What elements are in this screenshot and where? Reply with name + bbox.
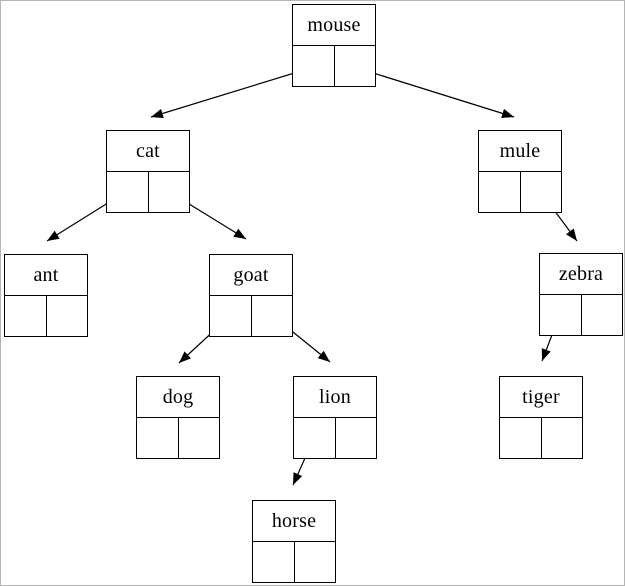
tree-node-goat: goat bbox=[209, 254, 293, 337]
right-pointer-cell-lion bbox=[334, 418, 377, 458]
right-pointer-cell-cat bbox=[147, 172, 190, 212]
right-pointer-cell-mouse bbox=[333, 46, 376, 86]
node-label-mouse: mouse bbox=[293, 5, 375, 46]
node-label-ant: ant bbox=[5, 255, 87, 296]
tree-node-zebra: zebra bbox=[539, 253, 623, 336]
edge-mouse-left-to-cat bbox=[150, 66, 315, 119]
left-pointer-cell-mule bbox=[479, 172, 520, 212]
left-pointer-cell-horse bbox=[253, 542, 294, 582]
tree-node-dog: dog bbox=[136, 376, 220, 459]
right-pointer-cell-horse bbox=[293, 542, 336, 582]
left-pointer-cell-goat bbox=[210, 296, 251, 336]
left-pointer-cell-ant bbox=[5, 296, 46, 336]
node-pointer-cells-lion bbox=[294, 418, 376, 458]
edge-mouse-right-to-mule bbox=[353, 66, 515, 119]
right-pointer-cell-ant bbox=[45, 296, 88, 336]
tree-node-mouse: mouse bbox=[292, 4, 376, 87]
node-label-cat: cat bbox=[107, 131, 189, 172]
node-pointer-cells-zebra bbox=[540, 295, 622, 335]
left-pointer-cell-tiger bbox=[500, 418, 541, 458]
tree-node-cat: cat bbox=[106, 130, 190, 213]
node-label-lion: lion bbox=[294, 377, 376, 418]
node-label-dog: dog bbox=[137, 377, 219, 418]
tree-node-ant: ant bbox=[4, 254, 88, 337]
node-pointer-cells-tiger bbox=[500, 418, 582, 458]
right-pointer-cell-zebra bbox=[580, 295, 623, 335]
node-label-zebra: zebra bbox=[540, 254, 622, 295]
right-pointer-cell-dog bbox=[177, 418, 220, 458]
node-label-mule: mule bbox=[479, 131, 561, 172]
node-label-horse: horse bbox=[253, 501, 335, 542]
right-pointer-cell-mule bbox=[519, 172, 562, 212]
node-pointer-cells-mule bbox=[479, 172, 561, 212]
left-pointer-cell-cat bbox=[107, 172, 148, 212]
node-pointer-cells-goat bbox=[210, 296, 292, 336]
right-pointer-cell-tiger bbox=[540, 418, 583, 458]
left-pointer-cell-mouse bbox=[293, 46, 334, 86]
node-pointer-cells-horse bbox=[253, 542, 335, 582]
node-pointer-cells-ant bbox=[5, 296, 87, 336]
node-label-goat: goat bbox=[210, 255, 292, 296]
tree-node-lion: lion bbox=[293, 376, 377, 459]
left-pointer-cell-zebra bbox=[540, 295, 581, 335]
node-label-tiger: tiger bbox=[500, 377, 582, 418]
right-pointer-cell-goat bbox=[250, 296, 293, 336]
left-pointer-cell-dog bbox=[137, 418, 178, 458]
tree-node-horse: horse bbox=[252, 500, 336, 583]
node-pointer-cells-mouse bbox=[293, 46, 375, 86]
node-pointer-cells-dog bbox=[137, 418, 219, 458]
left-pointer-cell-lion bbox=[294, 418, 335, 458]
node-pointer-cells-cat bbox=[107, 172, 189, 212]
tree-node-tiger: tiger bbox=[499, 376, 583, 459]
tree-node-mule: mule bbox=[478, 130, 562, 213]
